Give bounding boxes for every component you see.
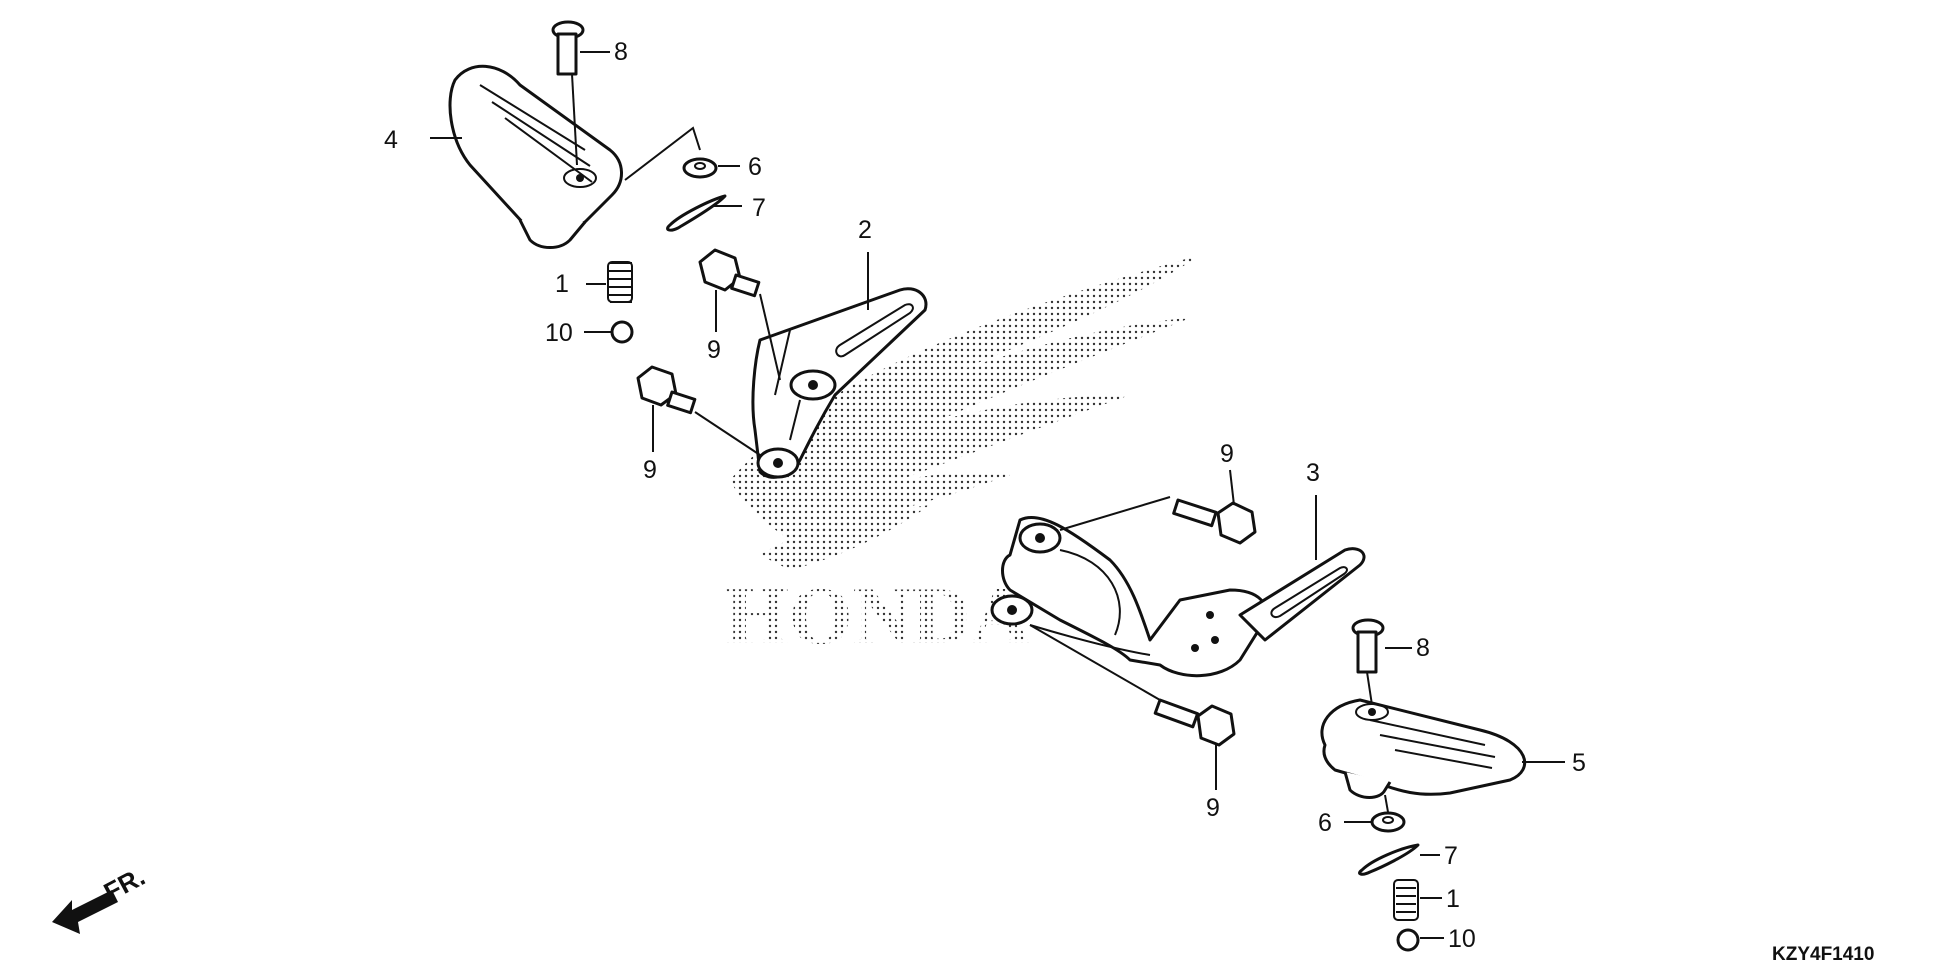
callout-right-peg-spring: 1 (1446, 885, 1460, 913)
right-peg-washer (1370, 794, 1406, 833)
right-bracket-bolt-lower (1029, 624, 1236, 747)
callout-left-bracket-bolt-lower: 9 (643, 456, 657, 484)
left-peg-pin (551, 20, 585, 166)
callout-right-peg-ball: 10 (1448, 925, 1476, 953)
catalog-code: KZY4F1410 (1772, 944, 1874, 965)
callout-left-peg: 4 (384, 126, 398, 154)
callout-left-peg-spring: 1 (555, 270, 569, 298)
right-peg-ball (1396, 928, 1420, 952)
callout-left-peg-pin: 8 (614, 38, 628, 66)
right-peg-spring (1393, 879, 1419, 921)
right-peg-cotter-pin (1358, 843, 1420, 876)
callout-left-bracket-bolt-upper: 9 (707, 336, 721, 364)
callout-left-peg-washer: 6 (748, 153, 762, 181)
left-peg-ball (610, 320, 634, 344)
right-bracket-bolt-upper (1059, 496, 1257, 545)
front-arrow-icon (52, 890, 118, 934)
callout-labels: 8 4 6 7 1 10 2 9 9 9 3 8 5 9 6 7 1 10 (384, 38, 1586, 953)
callout-right-peg-washer: 6 (1318, 809, 1332, 837)
left-peg-washer (682, 157, 718, 179)
watermark-wing-logo: HONDA (725, 255, 1200, 661)
left-peg-cotter-pin (666, 194, 727, 232)
leader-lines (430, 51, 1565, 939)
callout-left-peg-ball: 10 (545, 319, 573, 347)
watermark-text: HONDA (725, 570, 1030, 661)
callout-left-bracket: 2 (858, 216, 872, 244)
right-peg-pin (1351, 618, 1385, 706)
left-step-bracket (751, 287, 928, 479)
callout-left-peg-cotter: 7 (752, 194, 766, 222)
left-peg-spring (607, 261, 633, 303)
callout-right-peg-cotter: 7 (1444, 842, 1458, 870)
front-direction-indicator: FR. (52, 861, 150, 934)
callout-right-bracket-bolt-upper: 9 (1220, 440, 1234, 468)
callout-right-bracket: 3 (1306, 459, 1320, 487)
left-bracket-bolt-lower (636, 365, 761, 456)
left-footpeg (448, 64, 623, 249)
right-footpeg (1320, 698, 1527, 799)
left-bracket-bolt-upper (698, 248, 781, 381)
callout-right-peg-pin: 8 (1416, 634, 1430, 662)
callout-right-bracket-bolt-lower: 9 (1206, 794, 1220, 822)
right-step-bracket (990, 515, 1366, 678)
callout-right-peg: 5 (1572, 749, 1586, 777)
